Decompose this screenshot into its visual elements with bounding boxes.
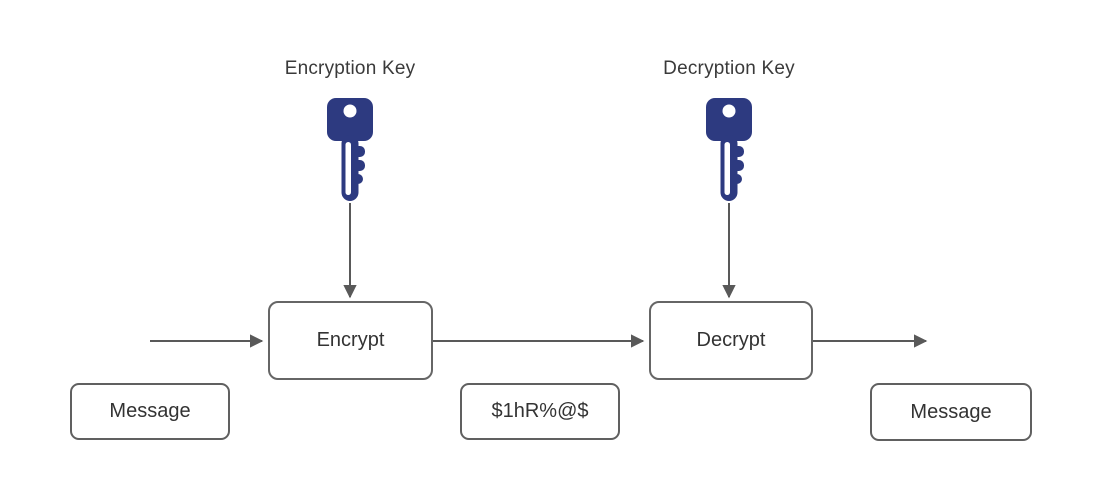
decryption-key-label: Decryption Key <box>663 58 795 79</box>
encrypt-box: Encrypt <box>268 301 433 380</box>
decrypt-box: Decrypt <box>649 301 813 380</box>
encryption-key-label: Encryption Key <box>284 58 416 79</box>
ciphertext-box: $1hR%@$ <box>460 383 620 440</box>
decryption-key-icon-wrap <box>701 97 757 205</box>
key-icon <box>327 98 373 201</box>
plaintext-output-box: Message <box>870 383 1032 441</box>
encryption-key-icon-wrap <box>322 97 378 205</box>
plaintext-input-box: Message <box>70 383 230 440</box>
key-icon <box>706 98 752 201</box>
